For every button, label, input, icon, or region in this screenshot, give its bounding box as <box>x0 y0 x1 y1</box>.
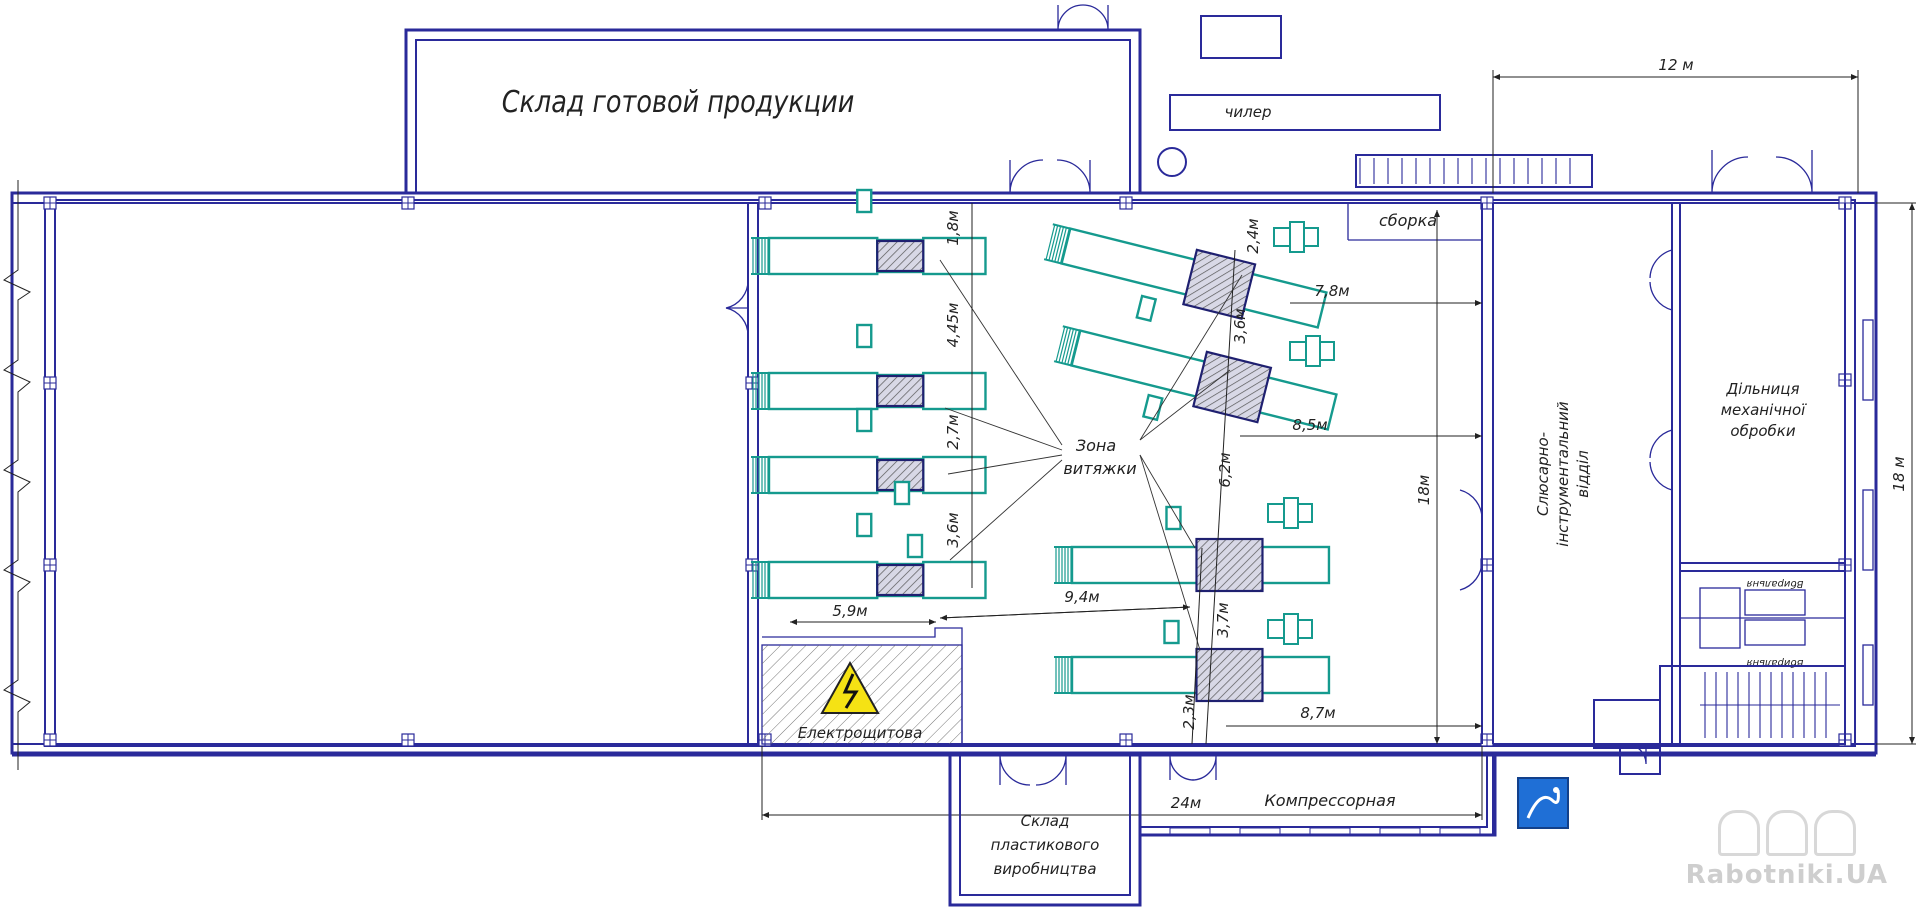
extraction-hood <box>876 374 925 408</box>
dim-2-4: 2,4м <box>1244 218 1262 253</box>
extraction-zone-line2: витяжки <box>1063 459 1136 478</box>
machine-row-left <box>751 188 987 600</box>
chiller-label: чилер <box>1225 103 1272 121</box>
dimension-lines: 1,8м 4,45м 2,7м 3,6м 5,9м 9,4м 2,4м 7,8м… <box>761 56 1916 820</box>
injection-molding-machine <box>751 188 987 276</box>
toolroom-line1: Слюсарно- <box>1534 432 1552 516</box>
column-mark <box>43 733 57 747</box>
dim-24m: 24м <box>1171 794 1201 812</box>
extraction-zone: Зона витяжки <box>939 259 1243 651</box>
column-mark <box>43 196 57 210</box>
dim-2-7: 2,7м <box>944 414 962 449</box>
plastics-line1: Склад <box>1021 812 1070 830</box>
break-line <box>3 180 32 770</box>
dim-7-8: 7,8м <box>1314 282 1349 300</box>
machine-end-grille <box>751 237 769 275</box>
machining-line3: обробки <box>1730 422 1795 440</box>
robot-unit <box>1289 335 1335 367</box>
machine-row-right <box>1043 221 1338 703</box>
dim-5-9: 5,9м <box>832 602 867 620</box>
machining-line1: Дільниця <box>1725 380 1799 398</box>
machine-end-grille <box>1043 223 1071 265</box>
door-swing-icon[interactable] <box>725 279 749 337</box>
dim-9-4: 9,4м <box>1064 588 1099 606</box>
machine-end-grille <box>751 456 769 494</box>
workshop-area: сборка <box>1347 203 1494 744</box>
dim-2-3: 2,3м <box>1180 694 1198 729</box>
dim-6-2: 6,2м <box>1216 452 1234 487</box>
dim-18m-mid: 18м <box>1415 475 1433 505</box>
column-mark <box>758 196 772 210</box>
injection-molding-machine <box>751 323 987 411</box>
column-mark <box>745 376 759 390</box>
extraction-hood <box>1182 248 1257 321</box>
extraction-hood <box>1195 647 1264 703</box>
injection-molding-machine <box>1043 223 1328 329</box>
electrical-room: Електрощитова <box>761 627 963 745</box>
compressor-room: Компрессорная <box>1138 754 1497 837</box>
dim-12m: 12 м <box>1658 56 1693 74</box>
plastics-warehouse: Склад пластикового виробництва <box>948 754 1142 907</box>
chiller-unit: чилер <box>1157 15 1441 177</box>
dim-4-45: 4,45м <box>944 303 962 348</box>
machine-end-grille <box>1054 656 1072 694</box>
injection-molding-machine <box>751 512 987 600</box>
extraction-hood <box>1192 350 1273 424</box>
injection-molding-machine <box>1054 505 1331 593</box>
dim-8-7: 8,7м <box>1300 704 1335 722</box>
dim-3-6-left: 3,6м <box>944 512 962 547</box>
machine-end-grille <box>751 372 769 410</box>
left-hall <box>44 200 759 746</box>
compressor-label: Компрессорная <box>1264 791 1395 810</box>
wc-lower-label: Вбиральня <box>1747 657 1804 669</box>
dim-18m-right: 18 м <box>1890 456 1908 491</box>
dim-8-5: 8,5м <box>1292 416 1327 434</box>
electrical-label: Електрощитова <box>798 724 923 742</box>
plastics-line2: пластикового <box>991 836 1100 854</box>
extraction-hood <box>1195 537 1264 593</box>
toolroom-line2: інструментальний <box>1554 401 1572 547</box>
extraction-zone-line1: Зона <box>1076 436 1116 455</box>
staircase <box>1593 665 1846 775</box>
robot-unit <box>1273 221 1319 253</box>
injection-molding-machine <box>751 407 987 495</box>
extraction-hood <box>876 563 925 597</box>
robot-unit <box>1267 497 1313 529</box>
compressed-air-icon <box>1517 777 1569 829</box>
column-mark <box>43 558 57 572</box>
finished-goods-label: Склад готовой продукции <box>502 84 855 120</box>
dim-3-7: 3,7м <box>1214 602 1232 637</box>
column-mark <box>1119 196 1133 210</box>
robot-unit <box>1267 613 1313 645</box>
plastics-line3: виробництва <box>993 860 1096 878</box>
machine-end-grille <box>1053 325 1081 367</box>
machining-line2: механічної <box>1721 401 1807 419</box>
wc-upper-label: Вбиральня <box>1747 578 1804 590</box>
toolroom: Слюсарно- інструментальний відділ <box>1459 203 1681 744</box>
wc-block: Вбиральня Вбиральня <box>1679 570 1846 669</box>
door-swing-icon[interactable] <box>1009 4 1813 194</box>
assembly-label: сборка <box>1379 211 1437 230</box>
control-cabinet <box>893 480 911 506</box>
injection-molding-machine <box>1053 325 1338 431</box>
injection-molding-machine <box>1054 619 1331 703</box>
outside-stairs <box>1355 154 1593 188</box>
watermark-figures <box>1686 810 1888 856</box>
finished-goods-warehouse: Склад готовой продукции <box>404 28 1142 193</box>
dim-3-6-right: 3,6м <box>1231 308 1249 343</box>
column-mark <box>401 196 415 210</box>
column-mark <box>1119 733 1133 747</box>
dim-1-8: 1,8м <box>944 210 962 245</box>
machine-end-grille <box>751 561 769 599</box>
watermark: Rabotniki.UA <box>1686 810 1888 890</box>
extraction-hood <box>876 239 925 273</box>
control-cabinet <box>906 533 924 559</box>
column-mark <box>401 733 415 747</box>
watermark-text: Rabotniki.UA <box>1685 860 1888 890</box>
column-mark <box>43 376 57 390</box>
toolroom-line3: відділ <box>1574 450 1592 498</box>
machine-end-grille <box>1054 546 1072 584</box>
high-voltage-warning-icon <box>820 660 880 714</box>
